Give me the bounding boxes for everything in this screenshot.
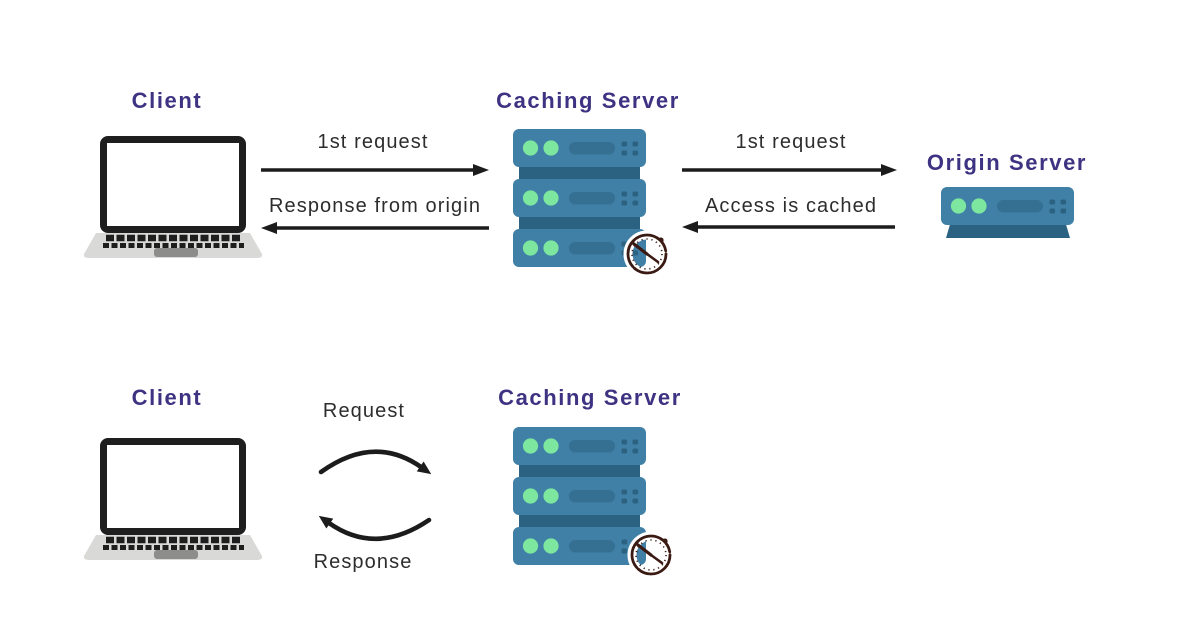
laptop-icon — [81, 436, 263, 563]
clock-icon — [627, 531, 675, 579]
caching-server-title-bottom: Caching Server — [498, 385, 682, 410]
arrow-label-access-is-cached: Access is cached — [704, 195, 878, 217]
arrow-label-first-request-client: 1st request — [317, 131, 429, 153]
client-title-bottom: Client — [131, 385, 203, 410]
arrow-label-first-request-origin: 1st request — [735, 131, 847, 153]
origin-server-icon — [941, 187, 1075, 239]
arrow-left-icon — [682, 221, 895, 233]
arrow-label-response-from-origin: Response from origin — [268, 195, 482, 217]
arrow-label-request: Request — [322, 400, 406, 422]
caching-server-title-top: Caching Server — [496, 88, 680, 113]
laptop-icon — [81, 134, 263, 261]
cycle-arrows-icon — [318, 449, 432, 542]
arrow-left-icon — [261, 222, 489, 234]
clock-icon — [623, 230, 671, 278]
arrow-right-icon — [261, 164, 489, 176]
arrow-right-icon — [682, 164, 897, 176]
origin-server-title: Origin Server — [926, 150, 1088, 175]
arrow-label-response: Response — [313, 551, 413, 573]
client-title-top: Client — [131, 88, 203, 113]
